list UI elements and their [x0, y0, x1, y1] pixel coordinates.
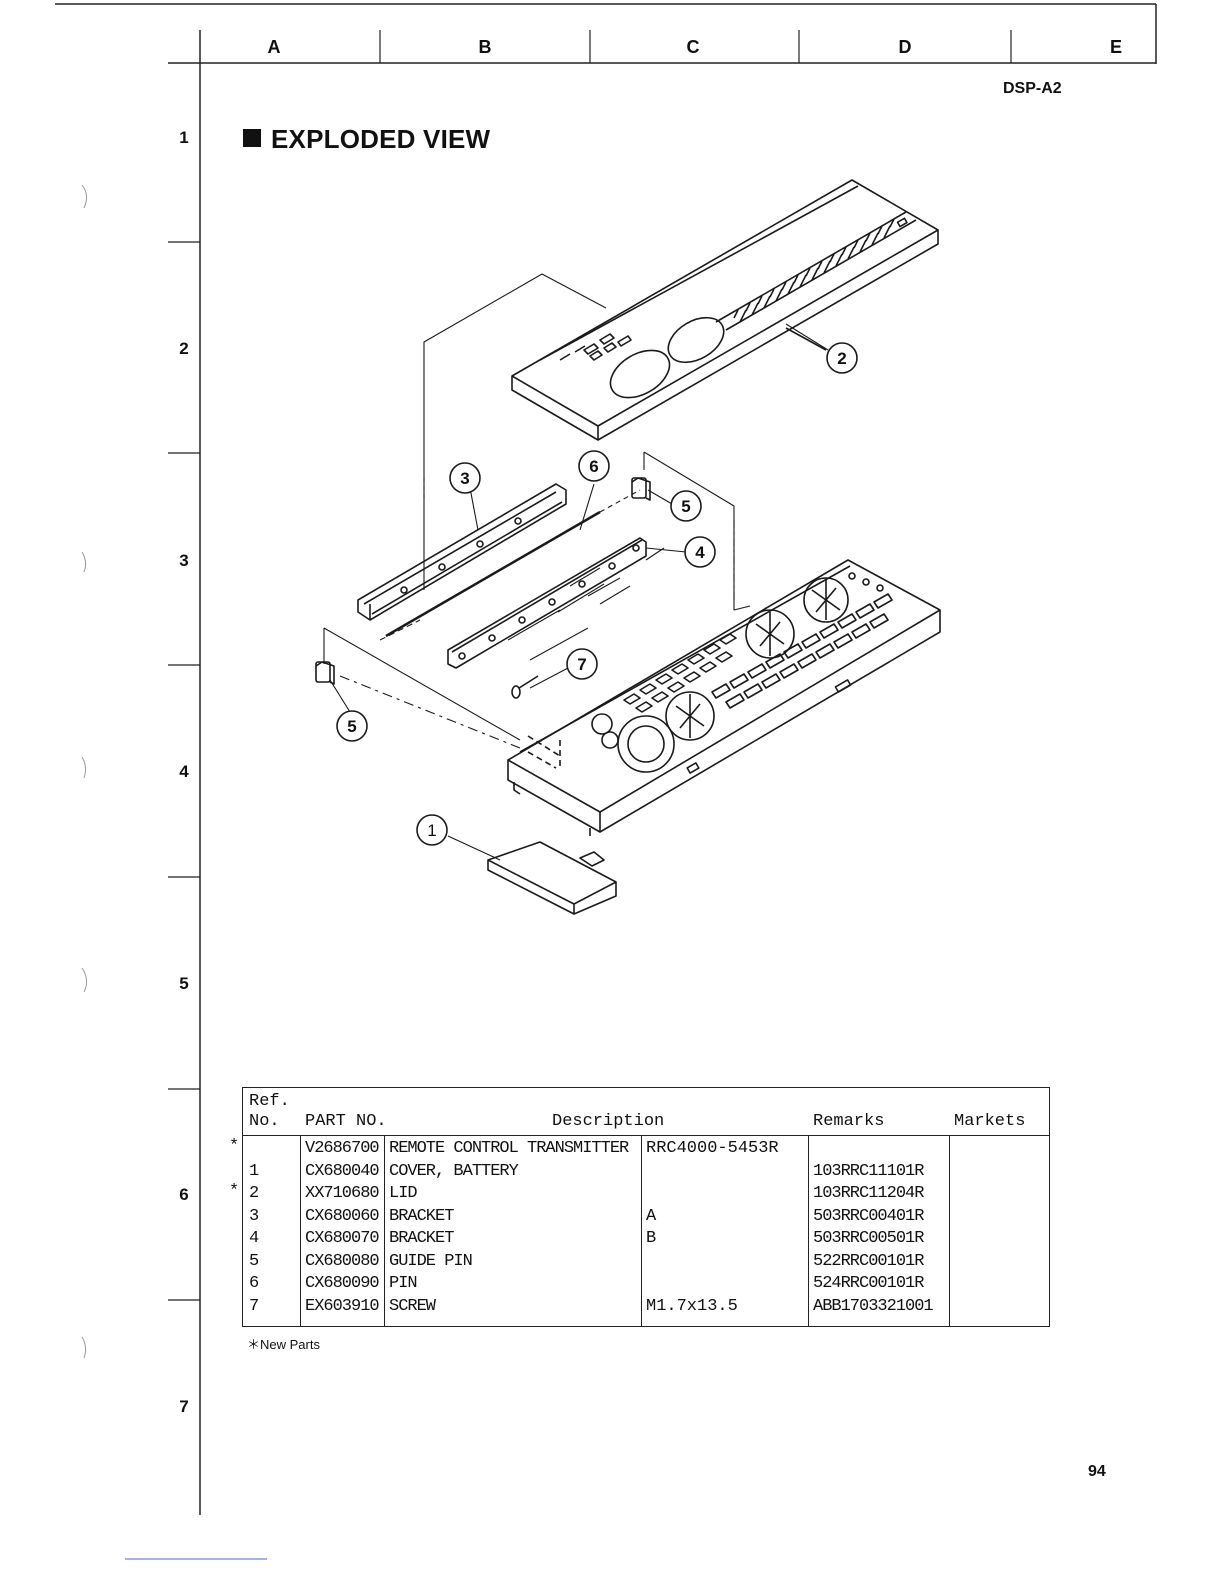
header-markets: Markets	[954, 1112, 1026, 1131]
pin-part	[385, 510, 601, 638]
table-cell-part-no: V2686700	[305, 1139, 380, 1158]
row-label-5: 5	[179, 974, 189, 993]
battery-cover-part	[487, 841, 617, 915]
table-cell-ref: 4	[249, 1229, 260, 1248]
column-label-c: C	[686, 37, 700, 57]
callout-5-left	[336, 710, 368, 742]
callout-6	[578, 450, 610, 482]
row-label-6: 6	[179, 1185, 189, 1204]
table-cell-part-no: CX680040	[305, 1161, 380, 1181]
table-cell-description: SCREW	[389, 1296, 436, 1316]
callout-5-top-label: 5	[681, 497, 690, 516]
row-label-7: 7	[179, 1397, 189, 1416]
header-remarks: Remarks	[813, 1112, 885, 1131]
column-label-b: B	[478, 37, 492, 57]
callout-4	[684, 536, 716, 568]
footnote: ＊New Parts	[247, 1337, 320, 1352]
model-name: DSP-A2	[1003, 80, 1062, 97]
callout-7	[566, 648, 598, 680]
table-cell-description: GUIDE PIN	[389, 1251, 473, 1271]
table-cell-remarks: 103RRC11204R	[813, 1184, 924, 1203]
table-cell-description: BRACKET	[389, 1206, 454, 1226]
remote-body-part	[507, 559, 941, 836]
callout-1	[416, 814, 448, 846]
header-part-no: PART NO.	[305, 1112, 387, 1131]
table-cell-remarks: 103RRC11101R	[813, 1161, 924, 1181]
column-label-a: A	[267, 37, 281, 57]
callout-2	[826, 342, 858, 374]
table-cell-description: REMOTE CONTROL TRANSMITTER	[389, 1139, 629, 1158]
table-cell-part-no: XX710680	[305, 1184, 380, 1203]
table-cell-spec: RRC4000-5453R	[646, 1139, 779, 1158]
header-divider	[243, 1135, 1049, 1136]
callout-1-label: 1	[427, 821, 436, 840]
column-divider	[641, 1135, 642, 1326]
table-cell-remarks: 524RRC00101R	[813, 1274, 924, 1293]
callout-3-label: 3	[460, 469, 469, 488]
table-cell-spec: B	[646, 1229, 657, 1248]
table-cell-description: COVER, BATTERY	[389, 1161, 519, 1181]
guide-pin-top	[631, 477, 651, 501]
column-divider	[300, 1135, 301, 1326]
header-no: No.	[249, 1112, 280, 1131]
new-part-marker: *	[229, 1137, 240, 1156]
table-cell-description: PIN	[389, 1274, 418, 1293]
table-cell-ref: 1	[249, 1161, 260, 1181]
column-divider	[808, 1135, 809, 1326]
row-label-4: 4	[179, 762, 189, 781]
parts-table: Ref. No. PART NO. Description Remarks Ma…	[242, 1087, 1050, 1327]
callout-4-label: 4	[695, 543, 705, 562]
bracket-b-part	[447, 537, 647, 669]
header-description: Description	[552, 1112, 665, 1131]
table-cell-part-no: CX680060	[305, 1206, 380, 1226]
table-cell-part-no: CX680070	[305, 1229, 380, 1248]
table-cell-part-no: CX680090	[305, 1274, 380, 1293]
callout-5-top	[670, 490, 702, 522]
row-label-2: 2	[179, 339, 189, 358]
page-title: EXPLODED VIEW	[243, 124, 490, 155]
table-cell-ref: 7	[249, 1296, 260, 1316]
guide-pin-left	[315, 661, 335, 685]
callout-7-label: 7	[577, 655, 586, 674]
column-label-e: E	[1109, 37, 1122, 57]
callout-3	[449, 462, 481, 494]
table-cell-part-no: EX603910	[305, 1296, 380, 1316]
column-label-d: D	[898, 37, 912, 57]
lid-part	[511, 179, 939, 441]
table-cell-ref: 2	[249, 1184, 260, 1203]
column-divider	[384, 1135, 385, 1326]
new-part-marker: *	[229, 1182, 240, 1201]
callout-6-label: 6	[589, 457, 598, 476]
row-label-3: 3	[179, 551, 189, 570]
header-ref: Ref.	[249, 1092, 290, 1111]
table-cell-part-no: CX680080	[305, 1251, 380, 1271]
table-cell-ref: 5	[249, 1251, 260, 1271]
table-cell-description: LID	[389, 1184, 418, 1203]
table-cell-remarks: ABB1703321001	[813, 1296, 934, 1316]
page-title-text: EXPLODED VIEW	[271, 124, 491, 154]
column-divider	[949, 1135, 950, 1326]
table-cell-spec: A	[646, 1206, 657, 1226]
bracket-a-part	[357, 483, 567, 621]
table-cell-ref: 3	[249, 1206, 260, 1226]
table-cell-ref: 6	[249, 1274, 260, 1293]
row-label-1: 1	[179, 128, 189, 147]
table-cell-remarks: 522RRC00101R	[813, 1251, 924, 1271]
table-cell-description: BRACKET	[389, 1229, 454, 1248]
table-cell-remarks: 503RRC00401R	[813, 1206, 924, 1226]
table-cell-spec: M1.7x13.5	[646, 1296, 738, 1316]
table-cell-remarks: 503RRC00501R	[813, 1229, 924, 1248]
bullet-square-icon	[243, 129, 261, 147]
callout-5-left-label: 5	[347, 717, 356, 736]
page-number: 94	[1088, 1463, 1106, 1480]
callout-2-label: 2	[837, 349, 846, 368]
screw-part	[511, 675, 539, 699]
